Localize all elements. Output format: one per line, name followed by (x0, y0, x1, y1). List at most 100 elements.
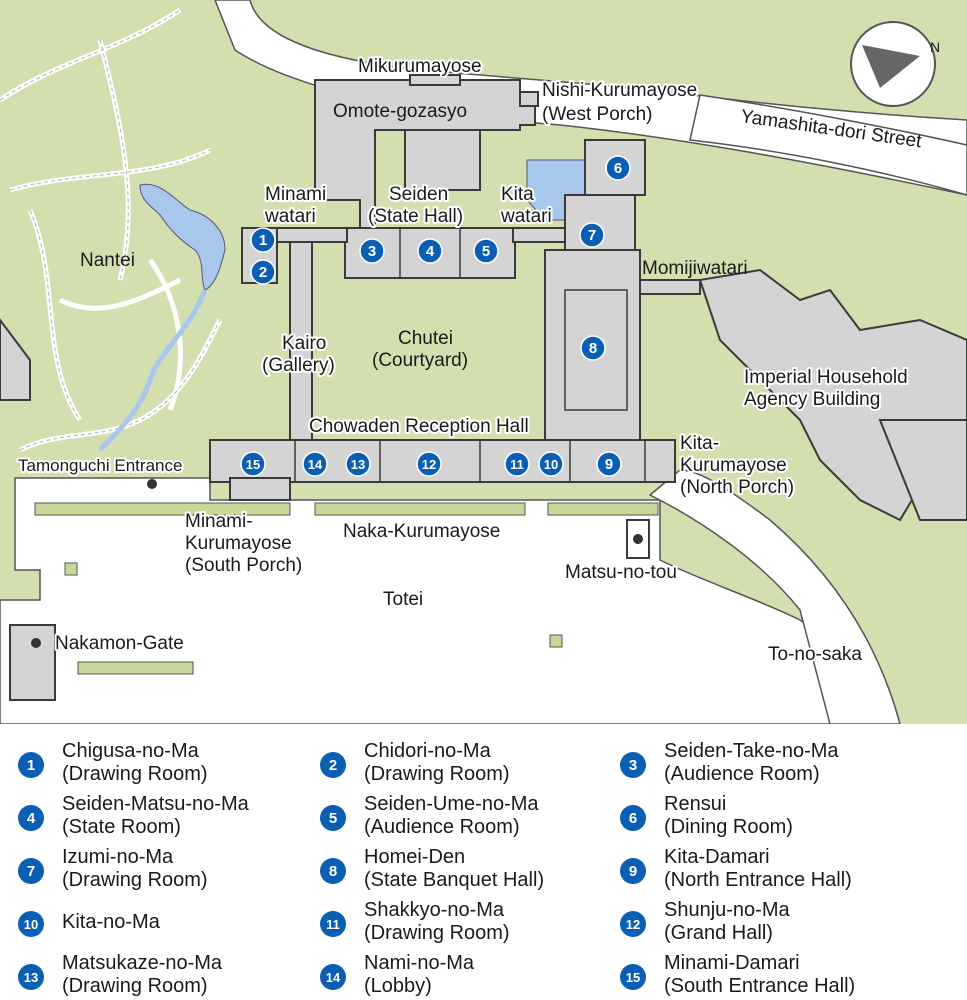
nishi-kurumayose-porch (519, 91, 539, 107)
hedge (314, 502, 526, 516)
legend-text: Seiden-Matsu-no-Ma(State Room) (62, 793, 249, 839)
to-no-saka-road (648, 469, 901, 724)
legend-room-desc: (Audience Room) (664, 763, 820, 785)
map-canvas: N Mikurumayose Omote-gozasyo Nishi-Kurum… (0, 0, 967, 724)
garden-path-line (0, 9, 181, 101)
room-marker-13: 13 (345, 451, 371, 477)
room-marker-11: 11 (504, 451, 530, 477)
marker-circle (345, 451, 371, 477)
legend-room-desc: (North Entrance Hall) (664, 869, 852, 891)
garden-path-line (19, 319, 221, 451)
legend-item-13: 13 Matsukaze-no-Ma(Drawing Room) (18, 952, 222, 998)
label-imperial-2: Agency Building (744, 389, 880, 410)
nakamon-gate-building (9, 624, 56, 701)
legend-text: Kita-Damari(North Entrance Hall) (664, 846, 852, 892)
room-marker-10: 10 (538, 451, 564, 477)
legend-item-3: 3 Seiden-Take-no-Ma(Audience Room) (620, 740, 839, 786)
legend-room-desc: (State Room) (62, 816, 181, 838)
label-kairo: Kairo (282, 333, 326, 354)
legend-badge: 7 (18, 858, 44, 884)
room-dividers (294, 228, 646, 482)
agency-annex (878, 419, 967, 521)
label-kita-kurumayose-1: Kita- (680, 433, 719, 454)
legend-badge: 3 (620, 752, 646, 778)
legend-room-name: Kita-no-Ma (62, 911, 160, 933)
legend-room-name: Chidori-no-Ma (364, 740, 491, 762)
legend-room-name: Shunju-no-Ma (664, 899, 790, 921)
room-marker-9: 9 (596, 451, 622, 477)
label-tamonguchi: Tamonguchi Entrance (18, 456, 182, 475)
yamashita-street (689, 94, 967, 196)
marker-circle (596, 451, 622, 477)
marker-circle (250, 227, 276, 253)
room-marker-7: 7 (579, 222, 605, 248)
hedge (34, 502, 291, 516)
legend-text: Homei-Den(State Banquet Hall) (364, 846, 544, 892)
marker-number: 2 (259, 264, 267, 281)
legend-room-name: Shakkyo-no-Ma (364, 899, 505, 921)
label-minami-kurumayose-1: Minami- (185, 511, 253, 532)
label-naka-kurumayose: Naka-Kurumayose (343, 521, 500, 542)
map-labels: Mikurumayose Omote-gozasyo Nishi-Kurumay… (16, 54, 924, 667)
garden-path-dashes (0, 9, 221, 451)
legend-item-8: 8 Homei-Den(State Banquet Hall) (320, 846, 544, 892)
marker-circle (579, 222, 605, 248)
label-west-porch: (West Porch) (542, 104, 653, 125)
label-minami-kurumayose-2: Kurumayose (185, 533, 292, 554)
compass-needle (862, 45, 920, 88)
legend-room-name: Matsukaze-no-Ma (62, 952, 223, 974)
legend-badge: 8 (320, 858, 346, 884)
izumi-building (564, 194, 636, 256)
legend-badge: 5 (320, 805, 346, 831)
omote-inner-block (404, 129, 481, 191)
minami-watari-corridor (274, 227, 348, 243)
label-totei: Totei (383, 589, 423, 610)
marker-number: 15 (246, 457, 260, 472)
room-marker-14: 14 (302, 451, 328, 477)
garden-path-line (99, 39, 129, 281)
marker-number: 13 (351, 457, 365, 472)
garden-path-line (29, 209, 81, 421)
legend-room-name: Homei-Den (364, 846, 466, 868)
label-north-porch: (North Porch) (680, 477, 794, 498)
marker-number: 12 (422, 457, 436, 472)
room-marker-8: 8 (580, 335, 606, 361)
label-south-porch: (South Porch) (185, 555, 302, 576)
room-marker-1: 1 (250, 227, 276, 253)
legend-room-name: Seiden-Matsu-no-Ma (62, 793, 249, 815)
legend-badge: 6 (620, 805, 646, 831)
marker-number: 4 (426, 243, 435, 260)
marker-number: 14 (308, 457, 323, 472)
room-marker-4: 4 (417, 238, 443, 264)
legend-room-desc: (Drawing Room) (62, 975, 208, 997)
momijiwatari-corridor (639, 279, 701, 295)
marker-circle (240, 451, 266, 477)
room-marker-12: 12 (416, 451, 442, 477)
homei-den-inner (564, 289, 628, 411)
label-nishi-kurumayose: Nishi-Kurumayose (542, 80, 697, 101)
legend-room-name: Seiden-Take-no-Ma (664, 740, 839, 762)
legend-room-desc: (Drawing Room) (364, 922, 510, 944)
hedges (34, 502, 659, 675)
room-marker-5: 5 (473, 238, 499, 264)
hedge (77, 661, 194, 675)
label-matsu-no-tou: Matsu-no-tou (565, 562, 677, 583)
legend-room-desc: (Dining Room) (664, 816, 793, 838)
label-minami-watari-1: Minami (265, 184, 326, 205)
legend-badge: 13 (18, 964, 44, 990)
legend-room-desc: (Grand Hall) (664, 922, 773, 944)
legend-badge: 1 (18, 752, 44, 778)
marker-circle (605, 155, 631, 181)
marker-circle (416, 451, 442, 477)
tamonguchi-dot (147, 479, 157, 489)
mikurumayose-porch (409, 74, 461, 86)
room-marker-2: 2 (250, 259, 276, 285)
